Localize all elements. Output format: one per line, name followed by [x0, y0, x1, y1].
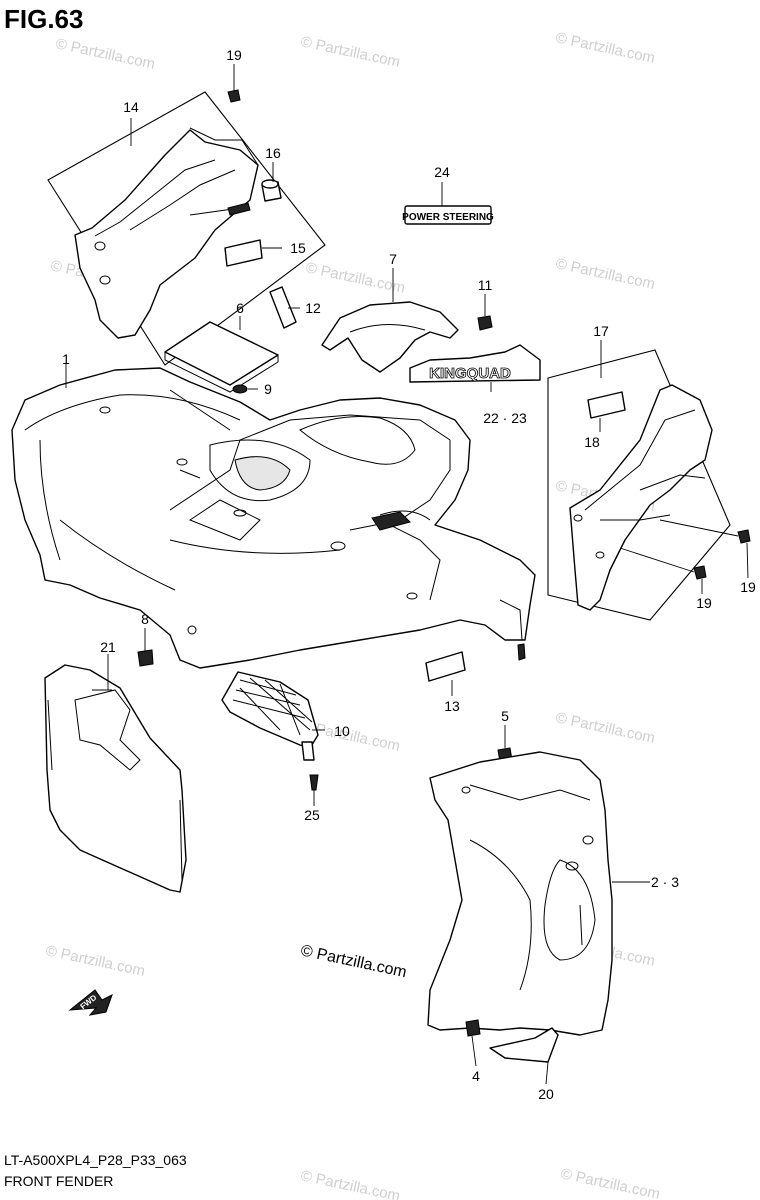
- section-name: FRONT FENDER: [4, 1173, 114, 1189]
- part-25-screw: [309, 774, 319, 791]
- decal-22-23: KINGQUAD: [409, 344, 541, 383]
- part-7-cover: [321, 301, 459, 373]
- part-14-group: [47, 89, 326, 366]
- part-15-pad: [224, 239, 263, 267]
- decal-kingquad: KINGQUAD: [429, 365, 511, 382]
- callout-22-23: 22 · 23: [483, 410, 527, 426]
- decal-power-steering: POWER STEERING: [402, 212, 494, 223]
- watermark: © Partzilla.com: [299, 1167, 401, 1200]
- part-20-pad: [489, 1027, 559, 1063]
- callout-17: 17: [593, 323, 609, 339]
- callout-8: 8: [141, 611, 149, 627]
- part-17-group: [547, 349, 751, 621]
- callout-12: 12: [305, 300, 321, 316]
- callout-13: 13: [444, 698, 460, 714]
- part-19-bolt-right-b: [693, 565, 707, 580]
- watermark: © Partzilla.com: [44, 942, 146, 980]
- callout-6: 6: [236, 300, 244, 316]
- callout-5: 5: [501, 708, 509, 724]
- watermark: © Partzilla.com: [559, 1165, 661, 1200]
- callout-19-top: 19: [226, 47, 242, 63]
- watermark: © Partzilla.com: [554, 29, 656, 67]
- part-21-panel: [44, 664, 187, 893]
- assembly-box-17: [547, 349, 731, 621]
- part-14-cover: [74, 129, 259, 339]
- leader-lines: [65, 64, 749, 1085]
- callout-labels: 19 14 16 15 24 7 11 12 6 1 9 17 18 22 · …: [62, 47, 756, 1102]
- watermark-main: © Partzilla.com: [299, 942, 408, 981]
- part-12-pad: [269, 286, 297, 329]
- model-code: LT-A500XPL4_P28_P33_063: [4, 1152, 187, 1168]
- part-10-grille: [221, 671, 319, 761]
- watermark: © Partzilla.com: [554, 709, 656, 747]
- part-9-grommet: [232, 384, 248, 394]
- watermark: © Partzilla.com: [54, 35, 156, 73]
- part-4-bolt: [465, 1019, 481, 1037]
- callout-15: 15: [290, 240, 306, 256]
- part-11-bolt: [477, 315, 493, 331]
- callout-4: 4: [472, 1068, 480, 1084]
- callout-19-right-a: 19: [740, 579, 756, 595]
- callout-18: 18: [584, 434, 600, 450]
- part-19-bolt-right-a: [737, 529, 751, 544]
- callout-9: 9: [264, 381, 272, 397]
- callout-24: 24: [434, 164, 450, 180]
- part-13-pad: [425, 651, 466, 682]
- part-1-front-fender: [11, 367, 536, 669]
- callout-1: 1: [62, 351, 70, 367]
- part-8-bolt: [137, 649, 154, 667]
- part-17-cover: [569, 384, 713, 611]
- callout-2-3: 2 · 3: [651, 874, 679, 890]
- figure-label: FIG.63: [4, 4, 84, 34]
- callout-14: 14: [123, 99, 139, 115]
- callout-10: 10: [334, 723, 350, 739]
- callout-11: 11: [478, 277, 493, 293]
- callout-25: 25: [304, 807, 320, 823]
- callout-21: 21: [100, 639, 116, 655]
- callout-16: 16: [265, 145, 281, 161]
- part-6-pad: [164, 321, 279, 386]
- watermark: © Partzilla.com: [299, 33, 401, 71]
- callout-7: 7: [389, 251, 397, 267]
- callout-19-right-b: 19: [696, 595, 712, 611]
- callout-20: 20: [538, 1086, 554, 1102]
- part-18-pad: [587, 391, 626, 419]
- part-2-3-inner-fender: [427, 751, 613, 1036]
- fwd-arrow: FWD: [68, 989, 113, 1016]
- decal-24: POWER STEERING: [402, 205, 494, 225]
- watermark: © Partzilla.com: [554, 255, 656, 293]
- part-19-bolt-top: [227, 89, 241, 103]
